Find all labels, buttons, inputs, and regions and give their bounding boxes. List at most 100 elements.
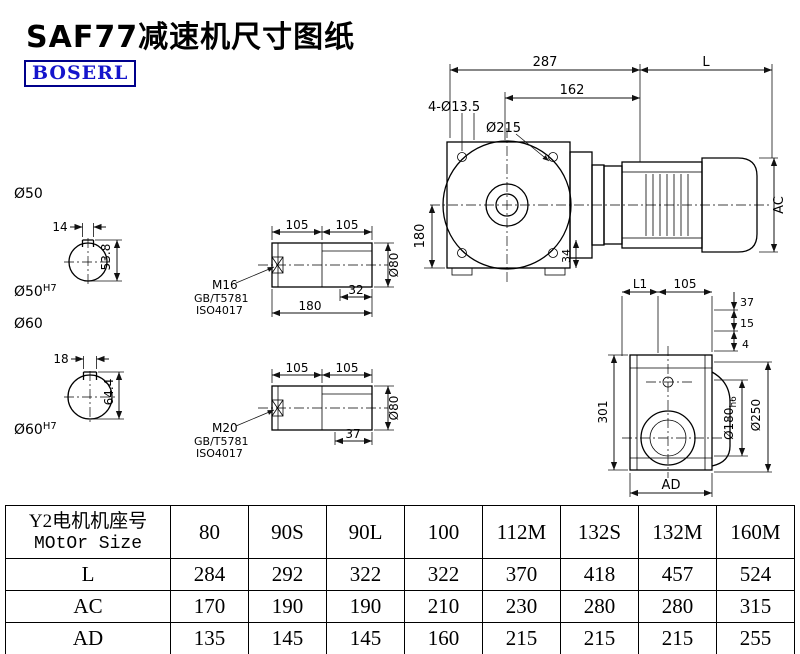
section-b-bore-value: Ø60 (14, 422, 43, 438)
dim-180: 180 (413, 224, 428, 249)
detail-b-thread-label: M20 (212, 421, 238, 435)
cell-ad-1: 145 (248, 622, 327, 654)
cell-ad-5: 215 (560, 622, 639, 654)
table-header-row: Y2电机机座号 MOtOr Size 80 90S 90L 100 112M 1… (5, 505, 795, 559)
detail-a-standard-1: GB/T5781 (194, 292, 249, 305)
detail-b-standard-1: GB/T5781 (194, 435, 249, 448)
cell-ad-4: 215 (482, 622, 561, 654)
cell-l-4: 370 (482, 558, 561, 591)
cell-ac-2: 190 (326, 590, 405, 623)
row-label-ad: AD (5, 622, 171, 654)
detail-a-dim-105-left: 105 (286, 218, 309, 232)
section-a-bore-label: Ø50H7 (14, 283, 57, 300)
section-b-bore-tolerance: H7 (43, 421, 57, 432)
side-view-linework (622, 346, 731, 478)
section-b-bore-label: Ø60H7 (14, 421, 57, 438)
detail-a-diameter-80: Ø80 (387, 253, 401, 278)
cell-ac-6: 280 (638, 590, 717, 623)
flange-diameter-label: Ø215 (486, 121, 521, 136)
motor-size-header-cell: Y2电机机座号 MOtOr Size (5, 505, 171, 559)
motor-size-112m: 112M (482, 505, 561, 559)
side-dim-301: 301 (596, 401, 610, 424)
motor-size-80: 80 (170, 505, 249, 559)
side-dim-37: 37 (740, 296, 754, 309)
dim-motor-length: L (702, 55, 710, 70)
cell-ad-3: 160 (404, 622, 483, 654)
section-b-key-height: 64.4 (102, 379, 116, 406)
detail-b-dim-105-right: 105 (336, 361, 359, 375)
section-b-key-width: 18 (53, 352, 68, 366)
cell-ac-4: 230 (482, 590, 561, 623)
side-dim-105: 105 (674, 277, 697, 291)
shaft-detail-b-linework (235, 369, 394, 445)
dim-287: 287 (533, 55, 558, 70)
section-a-diameter-label: Ø50 (14, 186, 43, 202)
side-view-dimensions (608, 288, 772, 497)
motor-size-90s: 90S (248, 505, 327, 559)
detail-a-dim-180: 180 (299, 299, 322, 313)
detail-b-dim-105-left: 105 (286, 361, 309, 375)
front-view-dimensions (424, 64, 778, 269)
cell-ac-1: 190 (248, 590, 327, 623)
holes-callout: 4-Ø13.5 (428, 100, 480, 115)
row-label-l: L (5, 558, 171, 591)
cell-l-7: 524 (716, 558, 795, 591)
cell-ad-2: 145 (326, 622, 405, 654)
motor-size-90l: 90L (326, 505, 405, 559)
front-view-linework (430, 128, 772, 282)
table-row-l: L 284 292 322 322 370 418 457 524 (5, 558, 795, 591)
table-row-ad: AD 135 145 145 160 215 215 215 255 (5, 622, 795, 654)
header-en: MOtOr Size (33, 533, 143, 554)
side-dim-15: 15 (740, 317, 754, 330)
cell-l-3: 322 (404, 558, 483, 591)
cell-ac-5: 280 (560, 590, 639, 623)
technical-drawing: 287 L 162 4-Ø13.5 Ø215 180 34 AC Ø50 14 … (14, 55, 787, 497)
section-a-bore-value: Ø50 (14, 284, 43, 300)
side-diameter-180-tolerance: h6 (729, 396, 739, 408)
side-diameter-180: Ø180h6 (722, 396, 739, 440)
side-diameter-250: Ø250 (749, 399, 763, 431)
dim-162: 162 (560, 83, 585, 98)
logo-text: BOSERL (32, 62, 129, 84)
section-a-key-height: 53.8 (99, 244, 113, 271)
section-a-key-width: 14 (52, 220, 67, 234)
detail-a-dim-105-right: 105 (336, 218, 359, 232)
page-title: SAF77减速机尺寸图纸 (26, 20, 356, 55)
side-diameter-180-value: Ø180 (722, 408, 736, 440)
side-dim-l1: L1 (633, 277, 647, 291)
motor-size-132m: 132M (638, 505, 717, 559)
cell-ac-3: 210 (404, 590, 483, 623)
boserl-logo: BOSERL (24, 60, 137, 87)
cell-ac-0: 170 (170, 590, 249, 623)
section-b-diameter-label: Ø60 (14, 316, 43, 332)
cell-l-1: 292 (248, 558, 327, 591)
table-row-ac: AC 170 190 190 210 230 280 280 315 (5, 590, 795, 623)
detail-b-standard-2: ISO4017 (196, 447, 243, 460)
motor-size-132s: 132S (560, 505, 639, 559)
side-dim-4: 4 (742, 338, 749, 351)
cell-ad-7: 255 (716, 622, 795, 654)
cell-ad-6: 215 (638, 622, 717, 654)
cell-ac-7: 315 (716, 590, 795, 623)
detail-a-dim-32: 32 (348, 283, 363, 297)
cell-l-6: 457 (638, 558, 717, 591)
shaft-detail-a-linework (235, 226, 394, 317)
motor-size-100: 100 (404, 505, 483, 559)
detail-b-dim-37: 37 (345, 427, 360, 441)
side-dim-ad: AD (662, 478, 681, 493)
cell-ad-0: 135 (170, 622, 249, 654)
detail-a-standard-2: ISO4017 (196, 304, 243, 317)
dim-ac: AC (772, 196, 787, 214)
detail-a-thread-label: M16 (212, 278, 238, 292)
header-cn: Y2电机机座号 (28, 510, 148, 532)
shaft-section-b-linework (64, 355, 124, 423)
section-a-bore-tolerance: H7 (43, 283, 57, 294)
dim-34: 34 (560, 249, 573, 263)
motor-size-160m: 160M (716, 505, 795, 559)
cell-l-0: 284 (170, 558, 249, 591)
dimension-table: Y2电机机座号 MOtOr Size 80 90S 90L 100 112M 1… (5, 505, 795, 654)
row-label-ac: AC (5, 590, 171, 623)
cell-l-5: 418 (560, 558, 639, 591)
shaft-section-a-linework (64, 223, 122, 286)
